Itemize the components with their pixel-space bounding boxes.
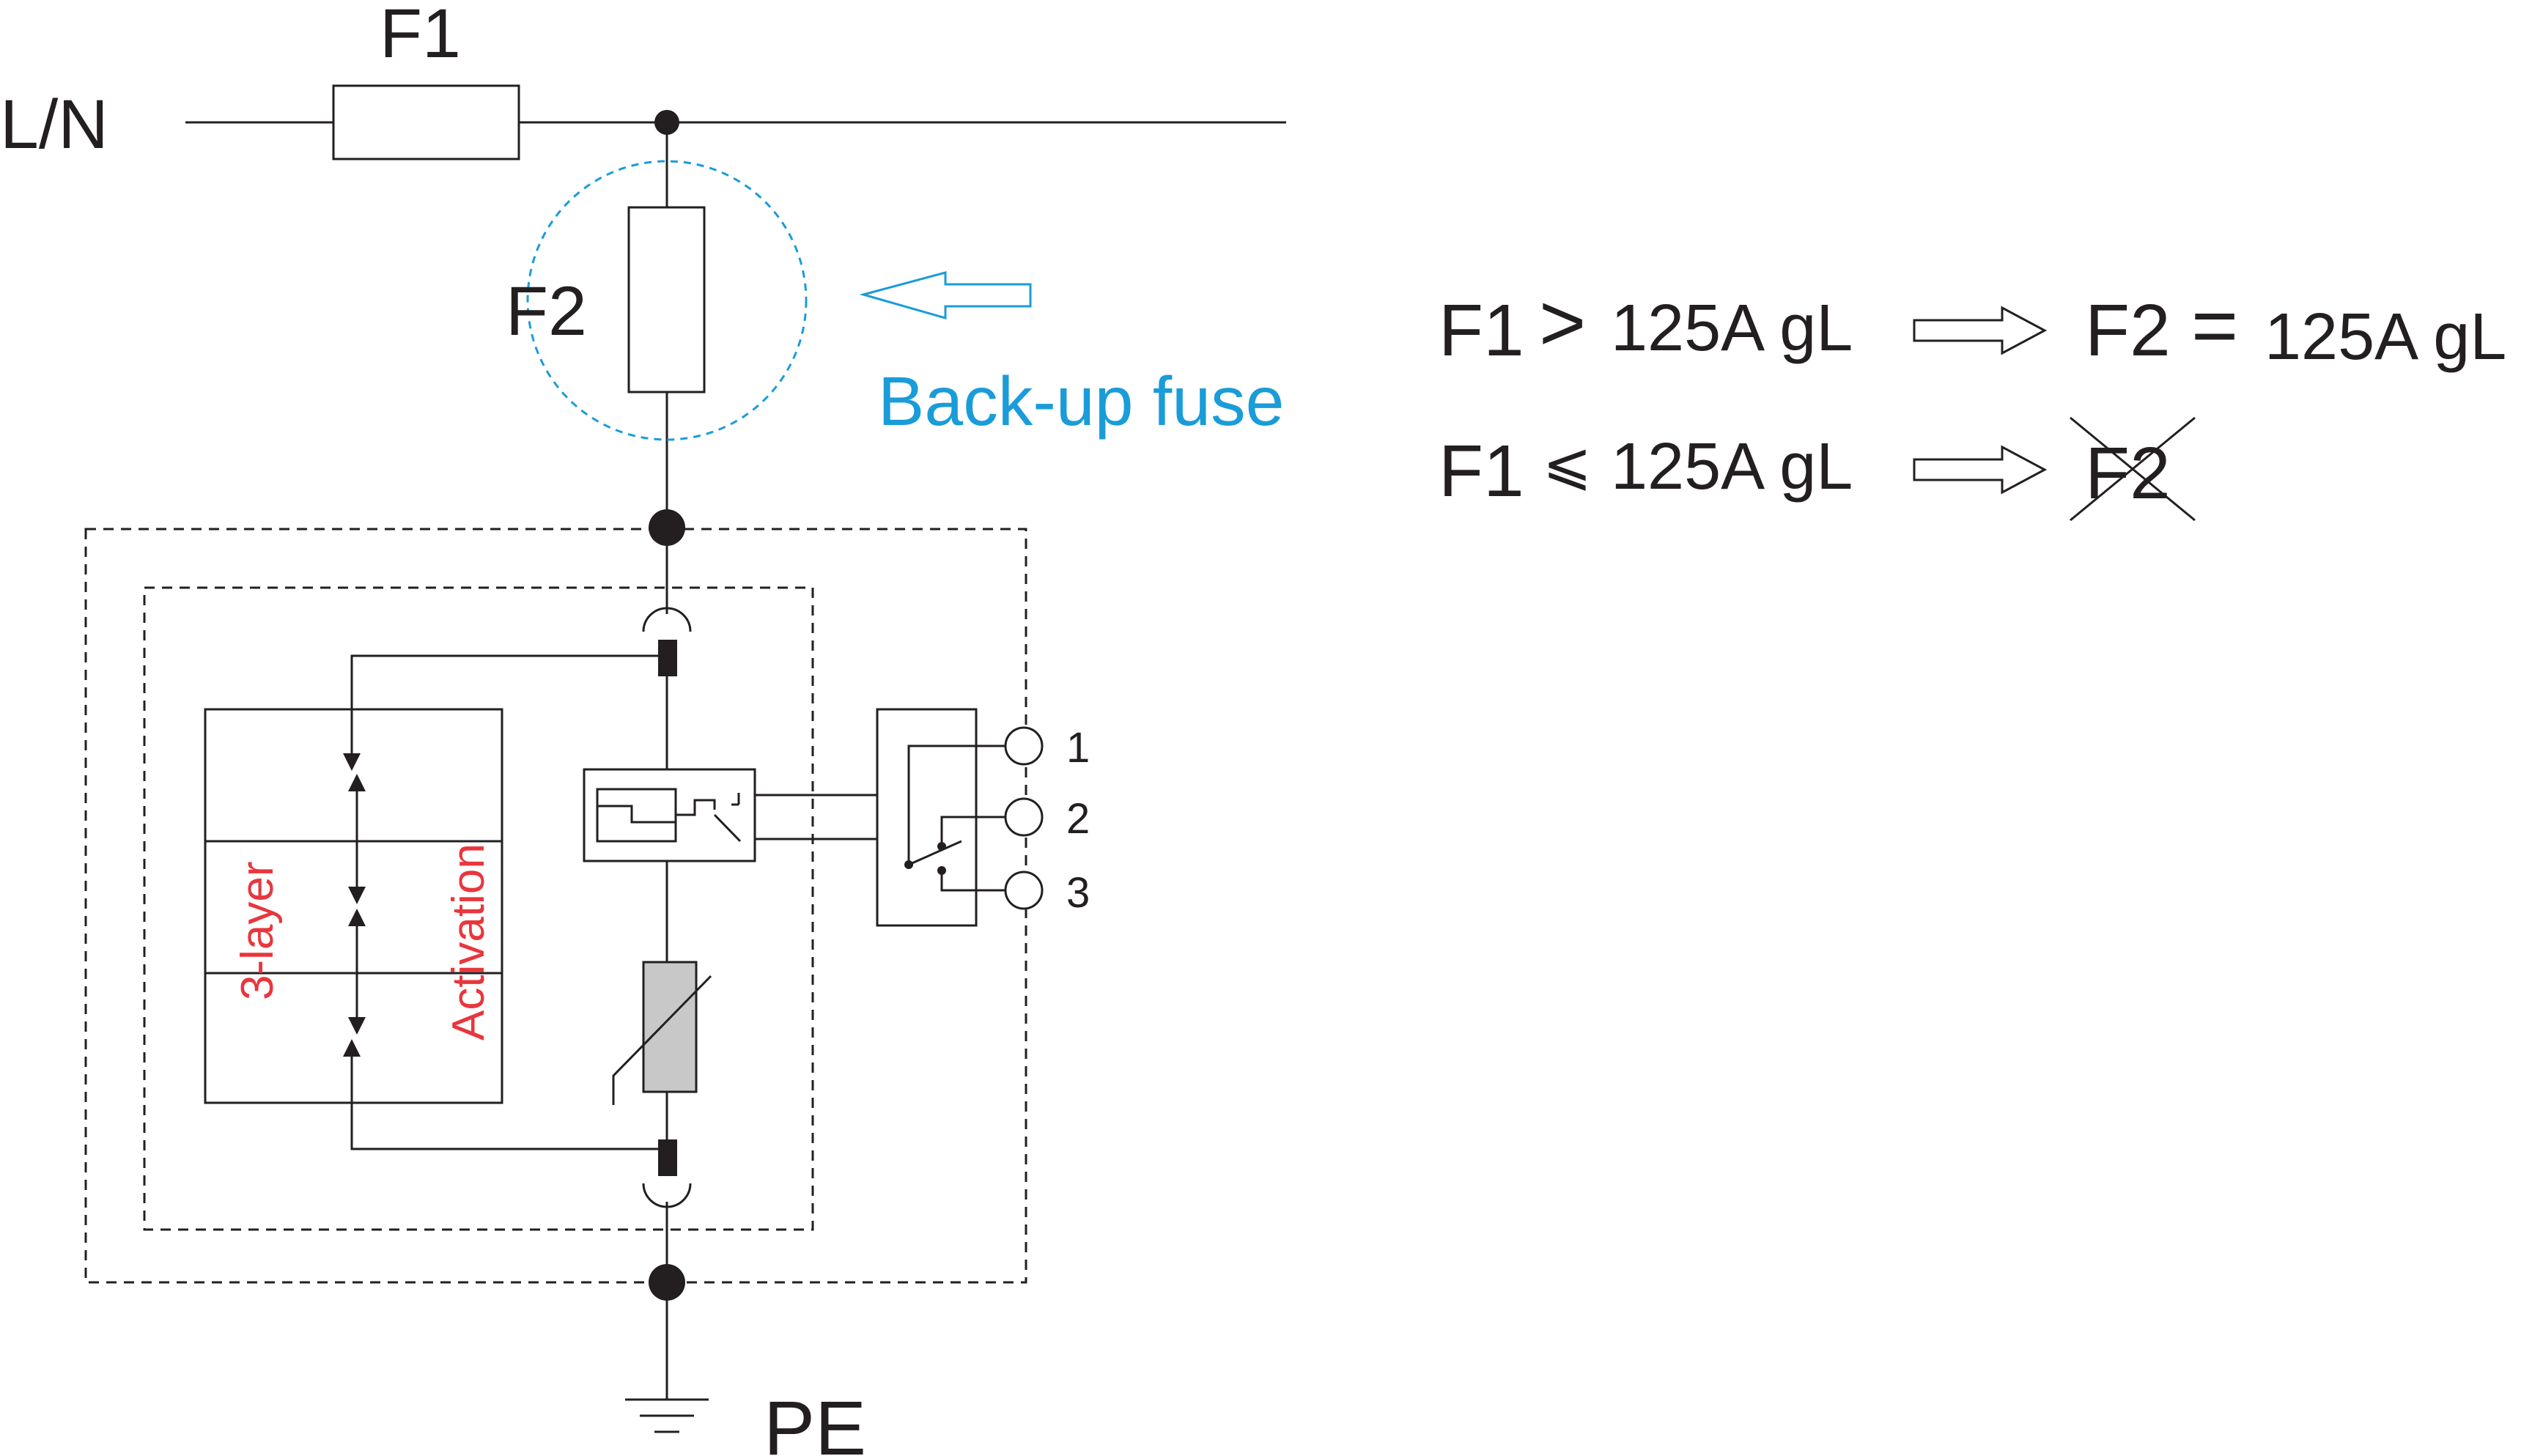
varistor-slash: [612, 975, 712, 1105]
terminal-3-label: 3: [1066, 869, 1090, 917]
rule-1-f1: F1: [1439, 289, 1524, 372]
rule-1-result: F2: [2085, 289, 2171, 372]
backup-fuse-highlight: [526, 160, 808, 441]
terminal-3: [1004, 871, 1044, 910]
outer-enclosure: [84, 528, 1027, 1284]
upper-connector: [642, 546, 692, 632]
layer-label: 3-layer: [232, 861, 283, 1000]
varistor: [642, 961, 698, 1093]
fuse-f1: [332, 84, 520, 160]
fuse-f2: [627, 206, 706, 393]
rule-row-1: F1 > 125A gL F2 = 125A gL: [1439, 278, 2506, 374]
terminal-1: [1004, 726, 1044, 766]
remote-contact-wiring: [907, 744, 1005, 892]
junction-upper: [649, 509, 685, 546]
rule-2-arrow-icon: [1913, 445, 2048, 495]
lower-contact: [658, 1139, 677, 1176]
backup-note: Back-up fuse: [878, 363, 1284, 440]
terminal-1-label: 1: [1066, 724, 1090, 772]
thermal-disconnector: [583, 768, 756, 862]
activation-label: Activation: [443, 843, 494, 1041]
activation-layers: [205, 654, 658, 1150]
rule-row-2: F1 ⩽ 125A gL F2: [1439, 416, 2196, 522]
inner-enclosure: [143, 586, 814, 1231]
rule-1-result-rating: 125A gL: [2265, 300, 2506, 374]
terminal-2: [1004, 797, 1044, 837]
earth-label: PE: [764, 1386, 866, 1456]
fuse-f2-label: F2: [506, 273, 587, 350]
backup-arrow-icon: [859, 271, 1032, 319]
fuse-f1-label: F1: [380, 0, 461, 73]
rule-2-op: ⩽: [1543, 431, 1592, 496]
signal-link: [755, 794, 877, 840]
upper-contact: [658, 640, 677, 676]
rule-2-f1: F1: [1439, 430, 1524, 512]
terminal-2-label: 2: [1066, 795, 1090, 843]
rule-1-rating: 125A gL: [1611, 292, 1853, 365]
cross-out-icon: [2070, 416, 2196, 522]
earth-icon: [625, 1398, 709, 1433]
junction-lower: [649, 1264, 685, 1301]
rule-1-arrow-icon: [1913, 306, 2048, 355]
rule-1-op: >: [1539, 278, 1586, 368]
rule-1-result-op: =: [2191, 281, 2238, 371]
line-label: L/N: [0, 86, 108, 163]
rule-2-rating: 125A gL: [1611, 430, 1853, 503]
disconnector-symbol: [596, 788, 742, 843]
